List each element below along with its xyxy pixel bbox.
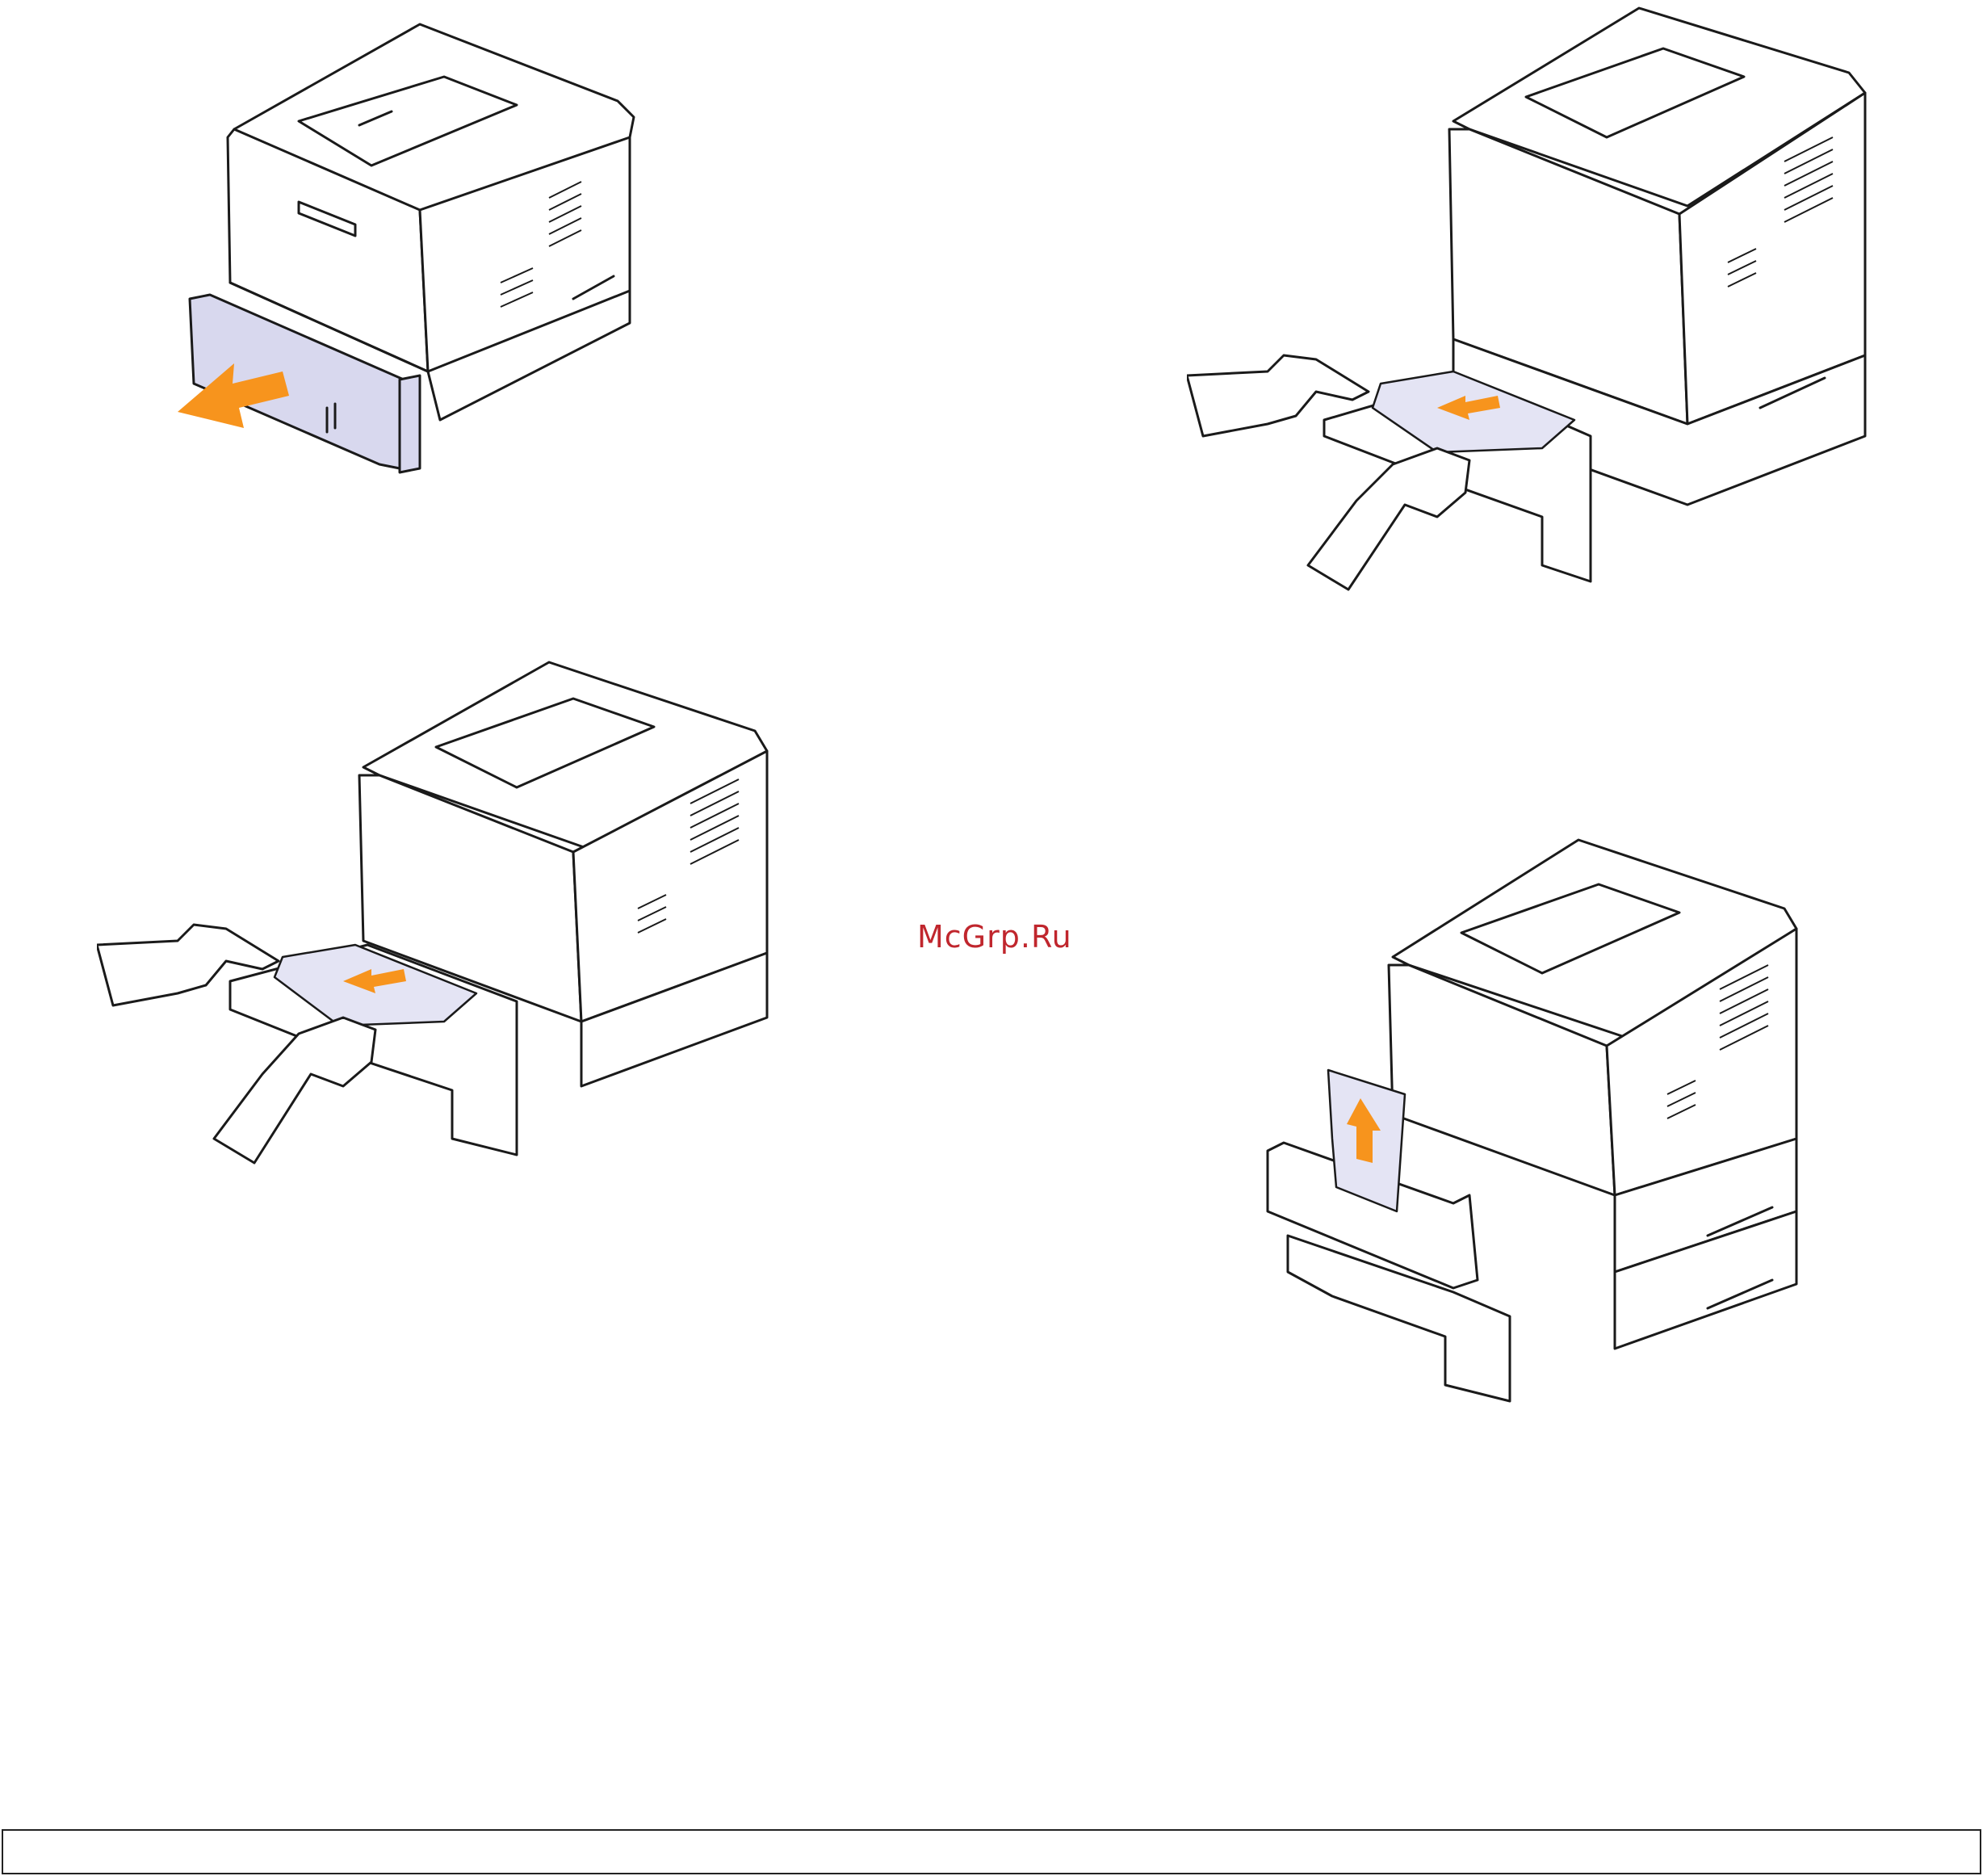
printer-tray-pull-icon: [161, 16, 662, 485]
watermark: McGrp.Ru: [917, 919, 1072, 955]
page-footer-frame: [2, 1829, 1981, 1874]
printer-paper-jam-icon: [1187, 0, 1881, 598]
printer-paper-up-icon: [1260, 832, 1825, 1413]
printer-paper-jam-icon: [97, 654, 775, 1171]
